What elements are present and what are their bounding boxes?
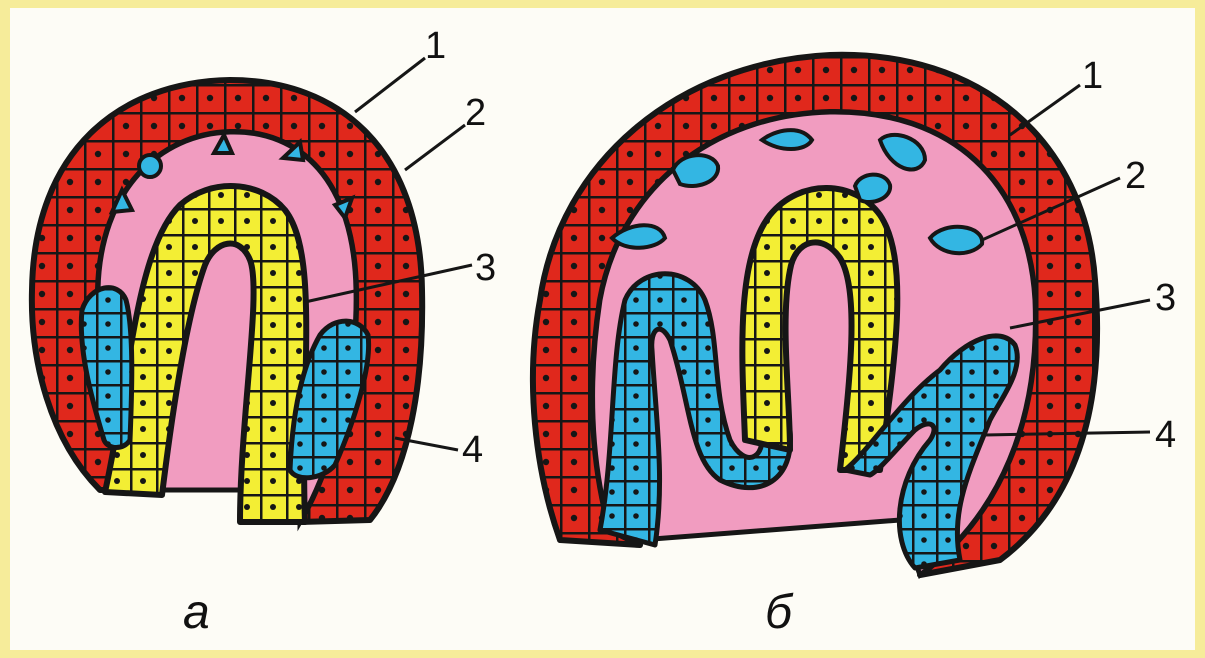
figure-b-pointer-1 xyxy=(1010,85,1080,135)
figure-b-label-1: 1 xyxy=(1082,55,1103,97)
figure-a-label-2: 2 xyxy=(465,92,486,134)
figure-a-mesenchyme-cell xyxy=(139,155,161,177)
figure-a-label-1: 1 xyxy=(425,25,446,67)
figure-a-pointer-1 xyxy=(355,58,425,112)
figure-a-label-3: 3 xyxy=(475,247,496,289)
figure-a-pointer-2 xyxy=(405,125,465,170)
figure-b-mesenchyme-cell xyxy=(673,155,718,186)
figure-a-label-4: 4 xyxy=(462,429,483,471)
figure-b: 1 2 3 4 б xyxy=(533,55,1176,639)
figure-b-label-4: 4 xyxy=(1155,414,1176,456)
figure-b-label-3: 3 xyxy=(1155,277,1176,319)
figure-a: 1 2 3 4 а xyxy=(32,25,496,639)
figure-b-label-2: 2 xyxy=(1125,155,1146,197)
figure-b-caption: б xyxy=(765,586,794,639)
figure-b-mesoderm-bud xyxy=(855,175,890,202)
figure-a-caption: а xyxy=(183,586,210,639)
